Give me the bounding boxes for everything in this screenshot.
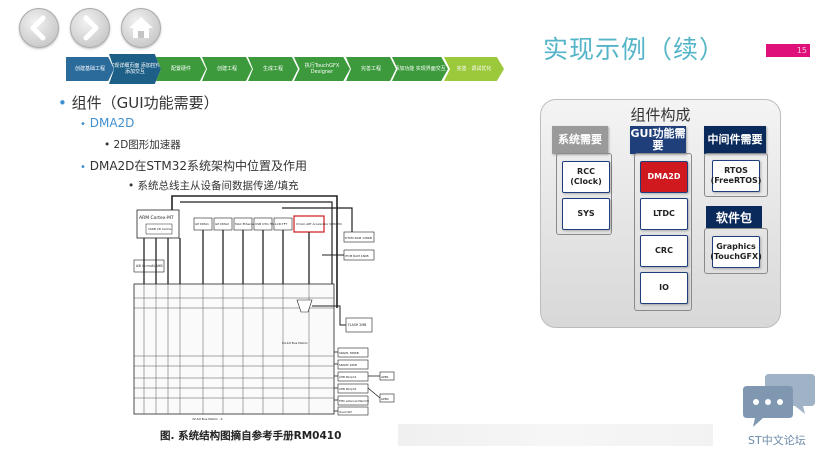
chevron-right-icon xyxy=(83,15,99,41)
dtcm-label: DTCM RAM 128KB xyxy=(345,236,372,240)
system-architecture-diagram: ARM Cortex-M7 16KB I/D Cache GP DMA1 GP … xyxy=(133,195,395,421)
bus-matrix-label: 64-bit Bus Matrix xyxy=(282,341,308,345)
col-middleware-head: 中间件需要 xyxy=(704,126,766,154)
master-label-4: LCD-TFT xyxy=(275,222,287,226)
forward-button[interactable] xyxy=(70,8,110,48)
slave-label-5: Quad SPI xyxy=(339,410,352,414)
step-3[interactable]: 配置硬件 xyxy=(156,57,206,81)
software-pack-head: 软件包 xyxy=(706,206,762,228)
page-number: 15 xyxy=(796,46,807,55)
step-9[interactable]: 完善 · 调试优化 xyxy=(444,57,504,81)
st-forum-label: ST中文论坛 xyxy=(748,434,806,447)
master-label-3: USB OTG HS xyxy=(255,222,274,226)
slave-label-1: SRAM2 16KB xyxy=(339,363,357,367)
bullet-dma2d: • DMA2D xyxy=(80,116,135,130)
master-label-0: GP DMA1 xyxy=(195,222,209,226)
step-6[interactable]: 执行TouchGFX Designer xyxy=(294,57,350,81)
step-2-active[interactable]: 实现详细页面 添加控件 添加交互 xyxy=(109,54,161,84)
slide-title: 实现示例（续） xyxy=(543,35,726,64)
slave-label-2: AHB Periph1 xyxy=(339,375,357,379)
sys-box: SYS xyxy=(562,198,610,230)
bus32-label: 32-bit Bus Matrix - S xyxy=(192,417,223,421)
middleware-group xyxy=(704,153,768,197)
system-group xyxy=(556,153,612,235)
slave-label-4: FMC external MemCtl xyxy=(339,399,369,403)
itcm-label: ITCM RAM 16KB xyxy=(345,254,369,258)
panel-title: 组件构成 xyxy=(630,106,691,124)
ltdc-box: LTDC xyxy=(640,198,688,230)
step-4[interactable]: 创建工程 xyxy=(202,57,252,81)
crc-box: CRC xyxy=(640,235,688,267)
col-system-head: 系统需要 xyxy=(552,126,608,154)
home-icon xyxy=(129,17,153,38)
step-5[interactable]: 生成工程 xyxy=(248,57,298,81)
rtos-box: RTOS (FreeRTOS) xyxy=(711,160,761,192)
software-pack-group xyxy=(704,228,768,274)
slave-label-3: AHB Periph2 xyxy=(339,387,357,391)
diagram-caption: 图. 系统结构图摘自参考手册RM0410 xyxy=(160,430,342,442)
chat-bubbles-icon xyxy=(743,374,815,427)
bullet-bus-transfer: • 系统总线主从设备间数据传递/填充 xyxy=(128,180,299,192)
back-button[interactable] xyxy=(19,8,59,48)
master-label-5: Chrom-ART Accelerator (DMA2D) xyxy=(296,222,342,226)
rcc-box: RCC (Clock) xyxy=(562,161,610,193)
io-box: IO xyxy=(640,272,688,304)
step-7[interactable]: 完善工程 xyxy=(346,57,396,81)
home-button[interactable] xyxy=(121,8,161,48)
page-number-badge: 15 xyxy=(766,44,810,57)
dma2d-box: DMA2D xyxy=(640,161,688,193)
chevron-left-icon xyxy=(30,15,46,41)
apb2-label: APB2 xyxy=(381,397,389,401)
graphics-box: Graphics (TouchGFX) xyxy=(710,236,762,268)
flash-label: FLASH 2MB xyxy=(348,323,366,327)
step-8[interactable]: 添加功能 实现界面交互 xyxy=(392,57,448,81)
col-gui-head: GUI功能需要 xyxy=(630,126,686,154)
master-label-2: MAC Ethernet xyxy=(235,222,256,226)
gui-group xyxy=(634,153,692,311)
bullet-2d-accel: • 2D图形加速器 xyxy=(104,139,181,151)
apb1-label: APB1 xyxy=(381,375,389,379)
master-label-1: GP DMA2 xyxy=(215,222,229,226)
bullet-level1: • 组件（GUI功能需要） xyxy=(58,94,219,112)
slave-label-0: SRAM1 368KB xyxy=(339,351,359,355)
blurred-region xyxy=(398,424,713,446)
step-1[interactable]: 创建基础工程 xyxy=(66,57,114,81)
cpu-label: ARM Cortex-M7 xyxy=(139,215,174,221)
bullet-dma2d-position: • DMA2D在STM32系统架构中位置及作用 xyxy=(80,159,307,173)
component-panel: 组件构成 系统需要 GUI功能需要 中间件需要 RCC (Clock) SYS … xyxy=(540,99,781,328)
axi-label: AXI to multi-AHB xyxy=(136,264,163,268)
cpu-cache-label: 16KB I/D Cache xyxy=(148,227,171,231)
